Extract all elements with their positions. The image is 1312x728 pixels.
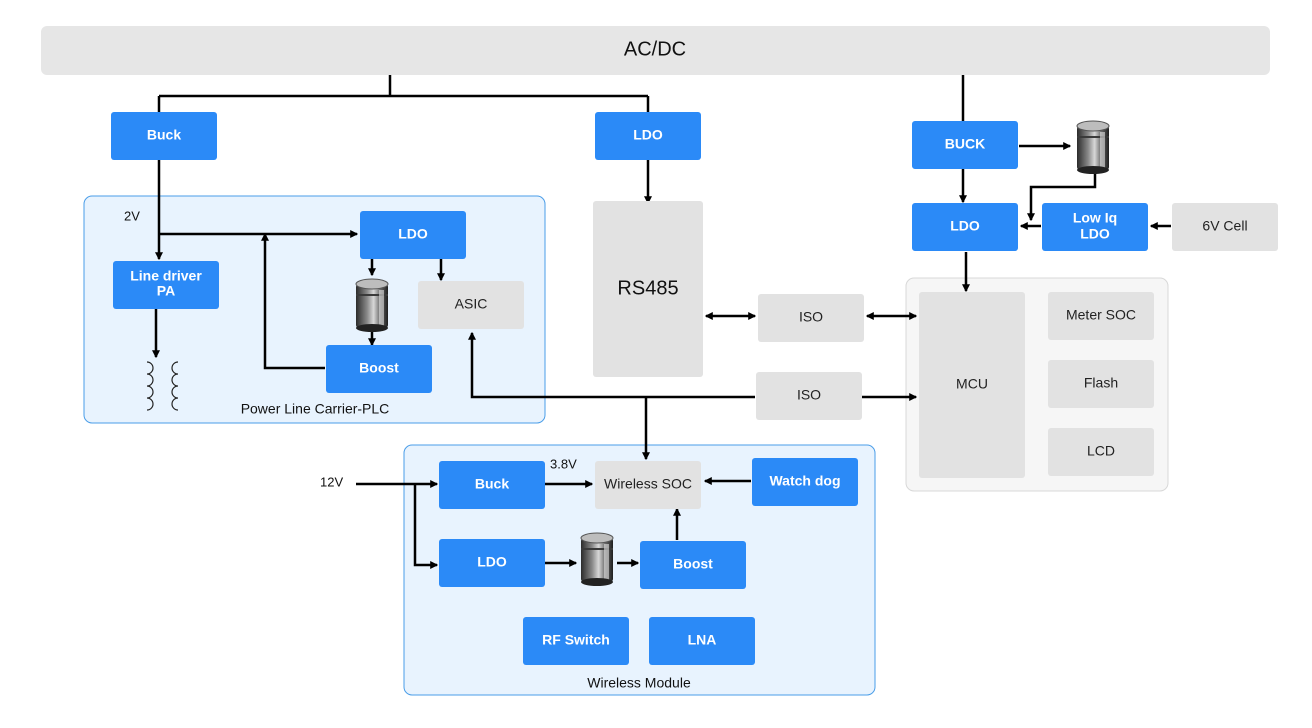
buck-wm-block: Buck xyxy=(439,461,545,509)
buck-wm-label: Buck xyxy=(475,476,509,492)
boost-plc-label: Boost xyxy=(359,360,399,376)
flash-block: Flash xyxy=(1048,360,1154,408)
buck-top-block: Buck xyxy=(111,112,217,160)
lcd-label: LCD xyxy=(1087,443,1115,459)
ldo-plc-block: LDO xyxy=(360,211,466,259)
iso-1-label: ISO xyxy=(799,309,823,325)
connections xyxy=(151,75,1171,570)
lna-label: LNA xyxy=(688,632,717,648)
ldo-right-block: LDO xyxy=(912,203,1018,251)
boost-plc-block: Boost xyxy=(326,345,432,393)
meter-soc-block: Meter SOC xyxy=(1048,292,1154,340)
wireless-soc-label: Wireless SOC xyxy=(604,476,692,492)
acdc-bar: AC/DC xyxy=(41,26,1270,75)
watchdog-block: Watch dog xyxy=(752,458,858,506)
rf-switch-label: RF Switch xyxy=(542,632,610,648)
low-iq-ldo-label-line1: Low Iq xyxy=(1073,210,1117,226)
watchdog-label: Watch dog xyxy=(769,473,840,489)
plc-region-label: Power Line Carrier-PLC xyxy=(241,401,390,417)
ldo-plc-label: LDO xyxy=(398,226,428,242)
wireless-soc-block: Wireless SOC xyxy=(595,461,701,509)
transformer-coil-icon xyxy=(146,361,179,411)
lcd-block: LCD xyxy=(1048,428,1154,476)
iso-2-label: ISO xyxy=(797,387,821,403)
voltage-2v-label: 2V xyxy=(124,208,140,223)
ldo-right-label: LDO xyxy=(950,218,980,234)
line-driver-label-line2: PA xyxy=(157,283,175,299)
buck-right-label: BUCK xyxy=(945,136,985,152)
capacitor-icon xyxy=(1076,120,1110,175)
ldo-top-block: LDO xyxy=(595,112,701,160)
ldo-wm-block: LDO xyxy=(439,539,545,587)
capacitor-icon xyxy=(355,278,389,333)
voltage-3v8-label: 3.8V xyxy=(550,456,577,471)
asic-label: ASIC xyxy=(455,296,488,312)
rs485-label: RS485 xyxy=(617,277,678,299)
line-driver-label-line1: Line driver xyxy=(130,268,202,284)
ldo-top-label: LDO xyxy=(633,127,663,143)
iso-block-2: ISO xyxy=(756,372,862,420)
ldo-wm-label: LDO xyxy=(477,554,507,570)
acdc-label: AC/DC xyxy=(624,38,686,60)
low-iq-ldo-label-line2: LDO xyxy=(1080,226,1110,242)
6v-cell-block: 6V Cell xyxy=(1172,203,1278,251)
rs485-block: RS485 xyxy=(593,201,703,377)
wireless-module-region-label: Wireless Module xyxy=(587,675,691,691)
iso-block-1: ISO xyxy=(758,294,864,342)
rf-switch-block: RF Switch xyxy=(523,617,629,665)
boost-wm-label: Boost xyxy=(673,556,713,572)
buck-right-block: BUCK xyxy=(912,121,1018,169)
asic-block: ASIC xyxy=(418,281,524,329)
flash-label: Flash xyxy=(1084,375,1118,391)
line-driver-pa-block: Line driver PA xyxy=(113,261,219,309)
capacitor-icon xyxy=(580,532,614,587)
meter-soc-label: Meter SOC xyxy=(1066,307,1136,323)
lna-block: LNA xyxy=(649,617,755,665)
mcu-block: MCU xyxy=(919,292,1025,478)
buck-top-label: Buck xyxy=(147,127,181,143)
6v-cell-label: 6V Cell xyxy=(1202,218,1247,234)
mcu-label: MCU xyxy=(956,376,988,392)
low-iq-ldo-block: Low Iq LDO xyxy=(1042,203,1148,251)
boost-wm-block: Boost xyxy=(640,541,746,589)
voltage-12v-label: 12V xyxy=(320,474,343,489)
